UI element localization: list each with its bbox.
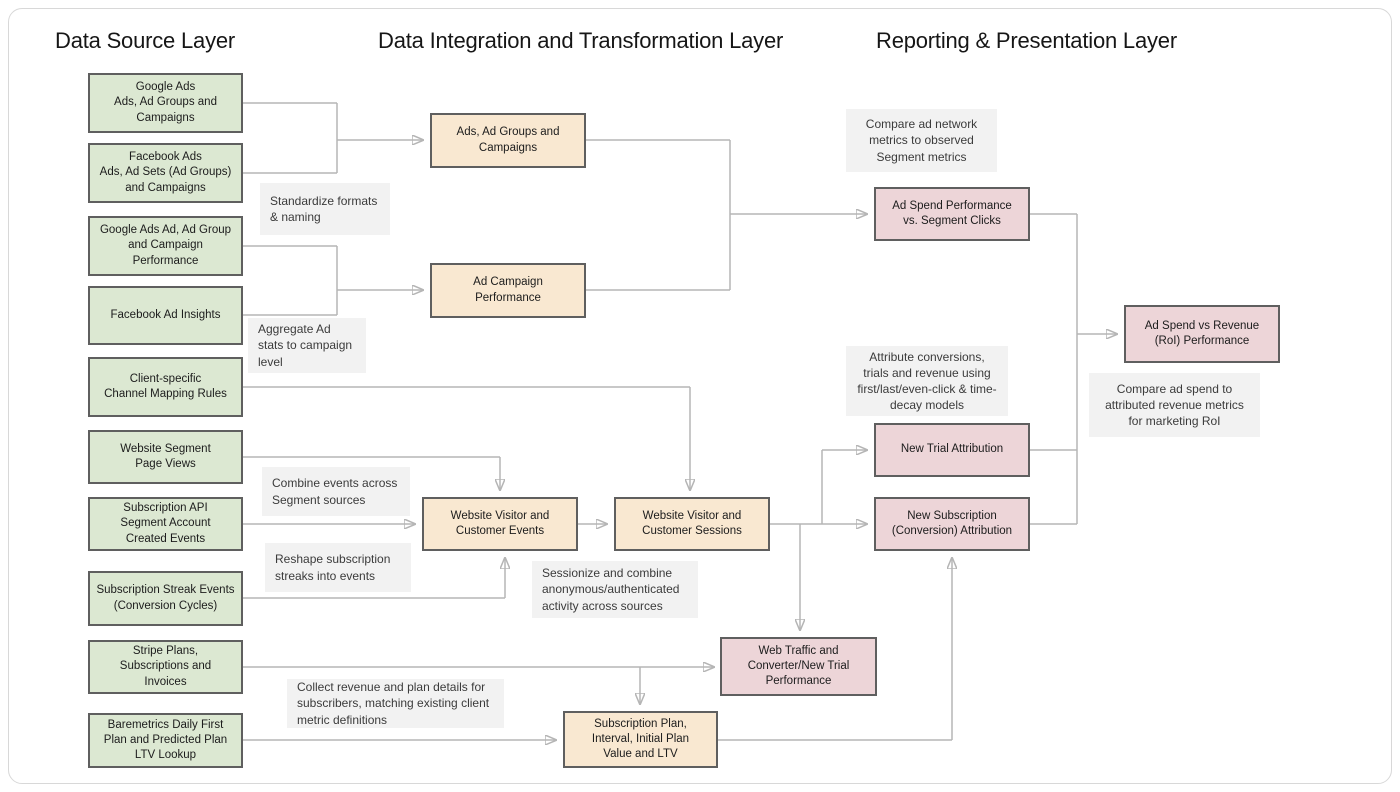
source-segment-page-views: Website Segment Page Views xyxy=(88,430,243,484)
integration-ad-campaign-performance: Ad Campaign Performance xyxy=(430,263,586,318)
source-subscription-api-events: Subscription API Segment Account Created… xyxy=(88,497,243,551)
source-google-ads-performance: Google Ads Ad, Ad Group and Campaign Per… xyxy=(88,216,243,276)
note-collect-revenue-details: Collect revenue and plan details for sub… xyxy=(287,679,504,728)
integration-visitor-customer-sessions: Website Visitor and Customer Sessions xyxy=(614,497,770,551)
integration-subscription-plan-ltv: Subscription Plan, Interval, Initial Pla… xyxy=(563,711,718,768)
reporting-new-subscription-attribution: New Subscription (Conversion) Attributio… xyxy=(874,497,1030,551)
reporting-web-traffic-performance: Web Traffic and Converter/New Trial Perf… xyxy=(720,637,877,696)
header-integration-layer: Data Integration and Transformation Laye… xyxy=(378,28,784,53)
note-aggregate-ad-stats: Aggregate Ad stats to campaign level xyxy=(248,318,366,373)
source-stripe-plans: Stripe Plans, Subscriptions and Invoices xyxy=(88,640,243,694)
source-baremetrics-ltv-lookup: Baremetrics Daily First Plan and Predict… xyxy=(88,713,243,768)
reporting-new-trial-attribution: New Trial Attribution xyxy=(874,423,1030,477)
note-compare-ad-spend-roi: Compare ad spend to attributed revenue m… xyxy=(1089,373,1260,437)
note-standardize-formats: Standardize formats & naming xyxy=(260,183,390,235)
note-combine-events: Combine events across Segment sources xyxy=(262,467,410,516)
source-facebook-ad-insights: Facebook Ad Insights xyxy=(88,286,243,345)
source-google-ads-entities: Google Ads Ads, Ad Groups and Campaigns xyxy=(88,73,243,133)
header-data-source-layer: Data Source Layer xyxy=(55,28,236,53)
note-reshape-streaks: Reshape subscription streaks into events xyxy=(265,543,411,592)
note-compare-ad-network-metrics: Compare ad network metrics to observed S… xyxy=(846,109,997,172)
source-facebook-ads-entities: Facebook Ads Ads, Ad Sets (Ad Groups) an… xyxy=(88,143,243,203)
header-reporting-layer: Reporting & Presentation Layer xyxy=(876,28,1177,53)
integration-ads-ad-groups-campaigns: Ads, Ad Groups and Campaigns xyxy=(430,113,586,168)
source-channel-mapping-rules: Client-specific Channel Mapping Rules xyxy=(88,357,243,417)
note-sessionize-activity: Sessionize and combine anonymous/authent… xyxy=(532,561,698,618)
note-attribute-conversions: Attribute conversions, trials and revenu… xyxy=(846,346,1008,416)
reporting-ad-spend-vs-revenue-roi: Ad Spend vs Revenue (RoI) Performance xyxy=(1124,305,1280,363)
integration-visitor-customer-events: Website Visitor and Customer Events xyxy=(422,497,578,551)
reporting-ad-spend-vs-segment-clicks: Ad Spend Performance vs. Segment Clicks xyxy=(874,187,1030,241)
source-subscription-streak-events: Subscription Streak Events (Conversion C… xyxy=(88,571,243,626)
